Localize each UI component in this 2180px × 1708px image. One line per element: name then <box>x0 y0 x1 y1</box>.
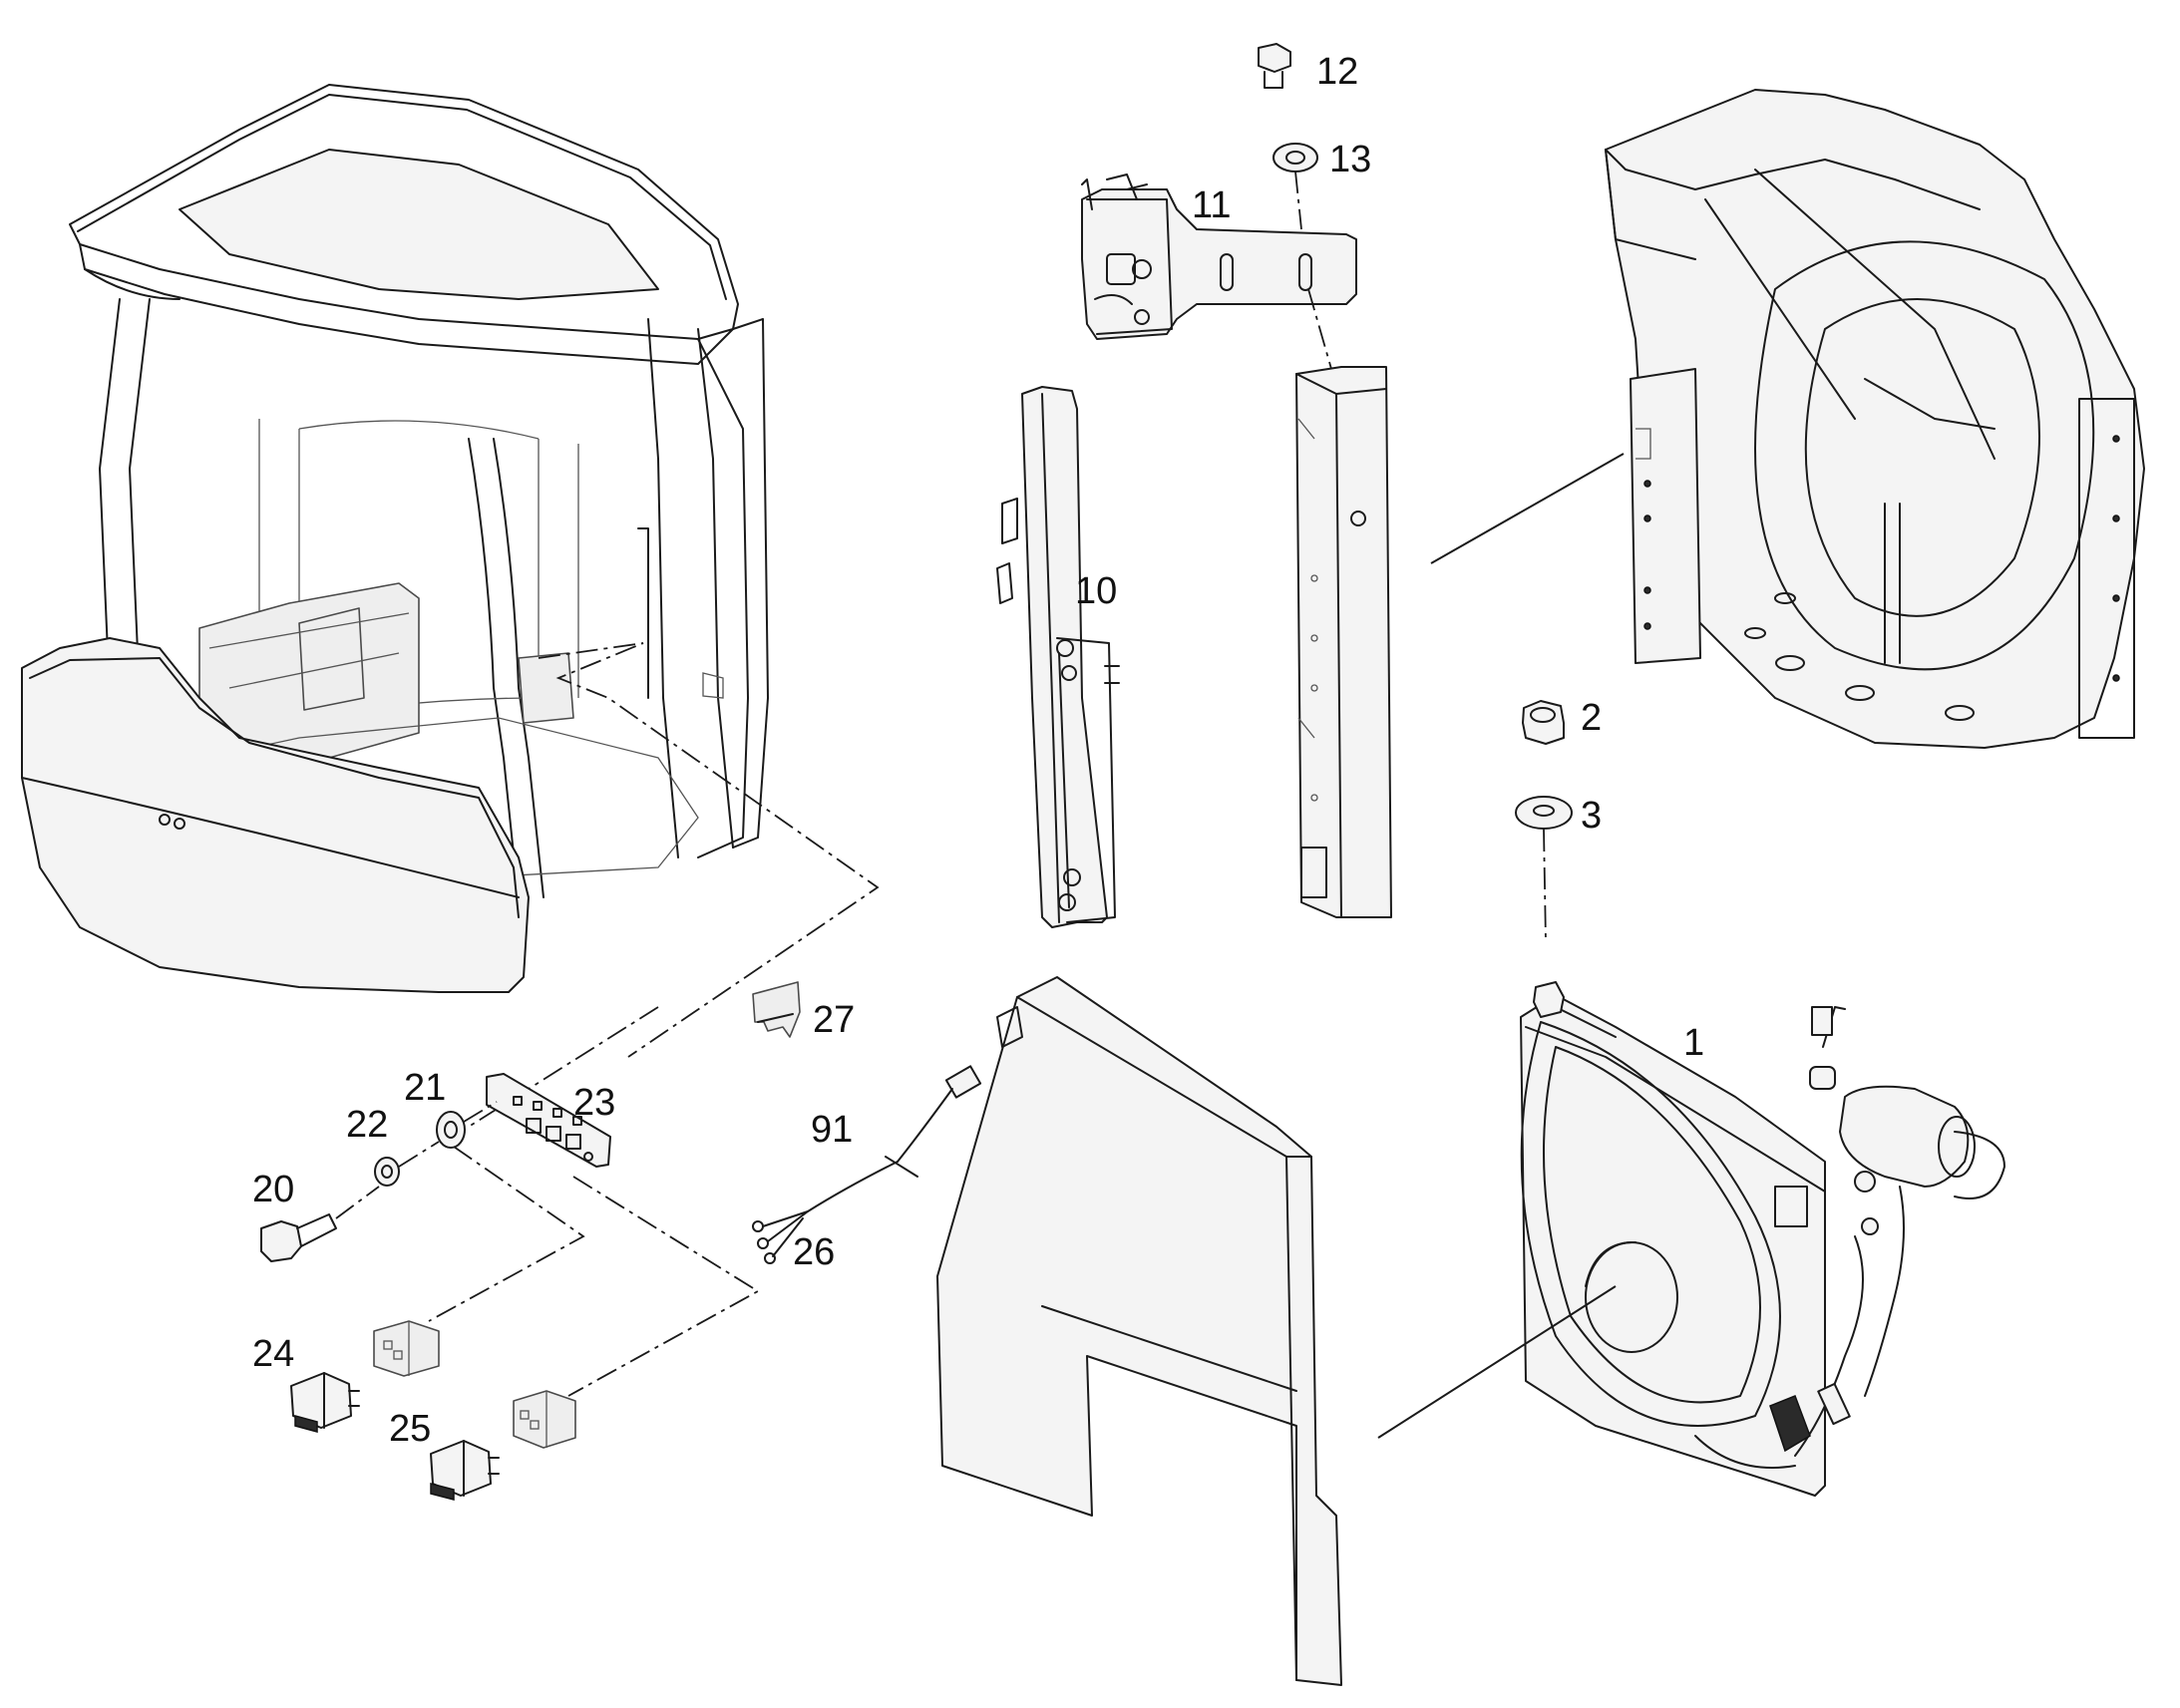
relay-25 <box>430 1440 500 1501</box>
relay-socket-24 <box>373 1320 440 1377</box>
callout-23: 23 <box>573 1082 615 1124</box>
callout-24: 24 <box>252 1333 294 1375</box>
callout-22: 22 <box>346 1104 388 1146</box>
board-leader-dashed <box>335 1101 498 1219</box>
fan-shroud <box>1605 89 2145 749</box>
relay-leader-dashed-2 <box>567 1176 760 1397</box>
callout-27: 27 <box>813 999 855 1041</box>
nut-leader-dashed <box>1543 829 1547 943</box>
callout-21: 21 <box>404 1067 446 1109</box>
callout-91: 91 <box>811 1109 853 1151</box>
bolt-12 <box>1258 43 1291 89</box>
bolt-20 <box>260 1213 337 1262</box>
washer-21 <box>436 1111 466 1149</box>
cab-leader-dashed-1 <box>538 642 880 1058</box>
bracket-leader-dashed <box>1294 171 1332 370</box>
callout-25: 25 <box>389 1408 431 1450</box>
nut-2 <box>1522 700 1565 745</box>
ac-unit-leader <box>1377 1285 1617 1439</box>
harness-91 <box>752 1065 982 1264</box>
relay-leader-dashed-1 <box>428 1146 585 1322</box>
callout-10: 10 <box>1075 570 1117 612</box>
washer-13 <box>1272 143 1318 172</box>
condenser-10 <box>996 386 1120 928</box>
relay-board-23 <box>486 1073 611 1168</box>
callout-2: 2 <box>1581 697 1602 739</box>
bracket-11 <box>1081 173 1357 340</box>
callout-1: 1 <box>1683 1022 1704 1064</box>
relay-24 <box>290 1372 360 1433</box>
callout-20: 20 <box>252 1169 294 1210</box>
relay-socket-25 <box>513 1390 576 1449</box>
filter-housing <box>1295 366 1392 918</box>
callout-3: 3 <box>1581 795 1602 837</box>
callout-26: 26 <box>793 1231 835 1273</box>
shroud-leader <box>1430 453 1625 564</box>
side-panel <box>936 976 1342 1686</box>
callout-12: 12 <box>1316 51 1358 93</box>
fuse-27 <box>752 981 801 1038</box>
callout-11: 11 <box>1192 184 1231 226</box>
callout-13: 13 <box>1329 139 1371 180</box>
operator-cab <box>21 84 769 993</box>
washer-3 <box>1515 796 1573 830</box>
ac-unit-1 <box>1520 981 2005 1497</box>
washer-22 <box>374 1157 400 1187</box>
